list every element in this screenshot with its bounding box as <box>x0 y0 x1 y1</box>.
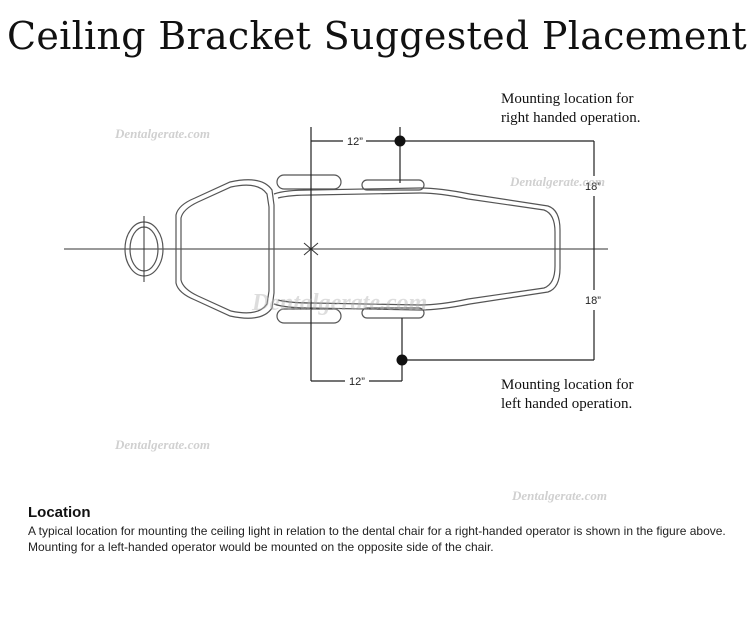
dimension-label-upper: 18” <box>585 181 601 193</box>
chair-armrest-upper <box>276 174 425 191</box>
note-left-handed: Mounting location for left handed operat… <box>501 376 633 414</box>
note-right-handed: Mounting location for right handed opera… <box>501 90 641 128</box>
dimension-label-top: 12” <box>347 136 363 148</box>
mounting-point-left <box>396 354 408 366</box>
dimension-label-bottom: 12” <box>349 376 365 388</box>
mounting-point-right <box>394 135 406 147</box>
page-title: Ceiling Bracket Suggested Placement <box>6 14 747 58</box>
right-dimension-bracket <box>400 140 595 361</box>
note-left-line1: Mounting location for <box>501 377 634 393</box>
bottom-dimension <box>311 318 403 382</box>
note-right-line2: right handed operation. <box>501 110 641 126</box>
location-section: Location A typical location for mounting… <box>28 504 728 555</box>
chair-headrest <box>124 216 164 282</box>
dimension-label-lower: 18” <box>585 295 601 307</box>
note-right-line1: Mounting location for <box>501 91 634 107</box>
chair-armrest-lower <box>276 307 425 324</box>
chair-backrest <box>175 179 275 319</box>
note-left-line2: left handed operation. <box>501 396 633 412</box>
location-heading: Location <box>28 504 91 521</box>
location-description: A typical location for mounting the ceil… <box>28 524 726 554</box>
chair-seat <box>273 187 561 311</box>
